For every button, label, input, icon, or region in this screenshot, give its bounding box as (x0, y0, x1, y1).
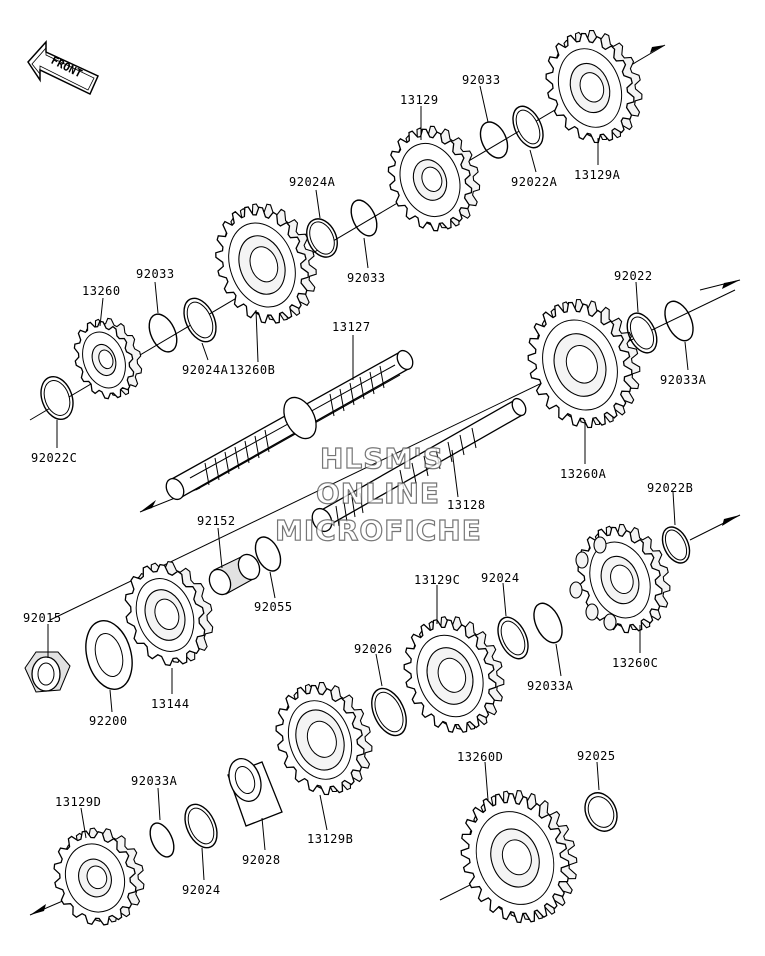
watermark: HLSM'S ONLINE MICROFICHE (274, 441, 482, 547)
label-13129: 13129 (400, 93, 439, 107)
label-92200: 92200 (89, 714, 128, 728)
washer-92024-mid (497, 616, 529, 660)
circlip-92033-left (148, 313, 178, 353)
label-92024A-low: 92024A (182, 363, 229, 377)
washer-92022B (661, 526, 691, 564)
circlip-92033-mid (350, 199, 378, 237)
gear-13144 (124, 560, 214, 667)
label-92022B: 92022B (647, 481, 693, 495)
label-13128: 13128 (447, 498, 486, 512)
leader-lines (47, 85, 689, 881)
gear-13129 (387, 125, 481, 232)
label-13260D: 13260D (457, 750, 503, 764)
watermark-line3: MICROFICHE (275, 514, 482, 547)
circlip-92033-top (479, 121, 509, 159)
label-92055: 92055 (254, 600, 293, 614)
nut-92015 (24, 651, 71, 693)
washer-92025 (584, 792, 618, 832)
label-92033-top: 92033 (462, 73, 501, 87)
washer-92022A (512, 105, 544, 149)
gear-group (53, 29, 671, 926)
label-92024-low: 92024 (182, 883, 221, 897)
label-13260B: 13260B (229, 363, 275, 377)
washer-92024A-low (183, 297, 217, 343)
gear-13260B (215, 203, 317, 324)
watermark-line2: ONLINE (316, 477, 440, 510)
label-92033A-mid: 92033A (527, 679, 574, 693)
label-13260C: 13260C (612, 656, 658, 670)
label-92022A: 92022A (511, 175, 558, 189)
label-92033-left: 92033 (136, 267, 175, 281)
shaft-13128 (311, 397, 527, 533)
shaft-13127 (165, 349, 414, 501)
label-92024A-top: 92024A (289, 175, 336, 189)
circlip-92033A-right (664, 300, 694, 342)
washer-92022C (40, 375, 74, 421)
gear-13260A (527, 298, 641, 429)
gear-13129C (403, 616, 505, 733)
label-92152: 92152 (197, 514, 236, 528)
gear-13129D (53, 827, 145, 926)
collar-92152 (208, 553, 261, 596)
label-13129A: 13129A (574, 168, 621, 182)
gear-13260C-dogs (569, 536, 617, 631)
label-13129D: 13129D (55, 795, 101, 809)
watermark-line1: HLSM'S (320, 442, 444, 475)
label-92022C: 92022C (31, 451, 77, 465)
gear-13260D (460, 790, 578, 924)
washer-92024-low (184, 803, 218, 849)
label-92028: 92028 (242, 853, 281, 867)
gear-13260C (577, 523, 671, 634)
label-13260: 13260 (82, 284, 121, 298)
label-92015: 92015 (23, 611, 62, 625)
label-13260A: 13260A (560, 467, 607, 481)
label-92025: 92025 (577, 749, 616, 763)
washer-92200 (85, 620, 133, 690)
washer-92026 (371, 687, 407, 737)
label-13129C: 13129C (414, 573, 460, 587)
washer-92022 (626, 312, 658, 354)
label-92033A-right: 92033A (660, 373, 707, 387)
gear-13129A (545, 29, 643, 144)
label-92026: 92026 (354, 642, 393, 656)
label-92022: 92022 (614, 269, 653, 283)
label-13144: 13144 (151, 697, 190, 711)
circlip-92033A-low (149, 822, 175, 858)
label-13129B: 13129B (307, 832, 353, 846)
label-13127: 13127 (332, 320, 371, 334)
part-labels: 13129 92033 92022A 13129A 92024A 92033 9… (23, 73, 707, 897)
ring-group (40, 105, 694, 858)
label-92024-mid: 92024 (481, 571, 520, 585)
gear-13260 (73, 317, 143, 400)
bearing-92028 (227, 758, 283, 827)
front-arrow-icon: FRONT (27, 40, 99, 96)
label-92033-mid: 92033 (347, 271, 386, 285)
circlip-92055 (254, 536, 282, 572)
washer-92024A-top (306, 218, 338, 258)
circlip-92033A-mid (533, 602, 563, 644)
label-92033A-low: 92033A (131, 774, 178, 788)
gear-13129B (275, 681, 373, 796)
